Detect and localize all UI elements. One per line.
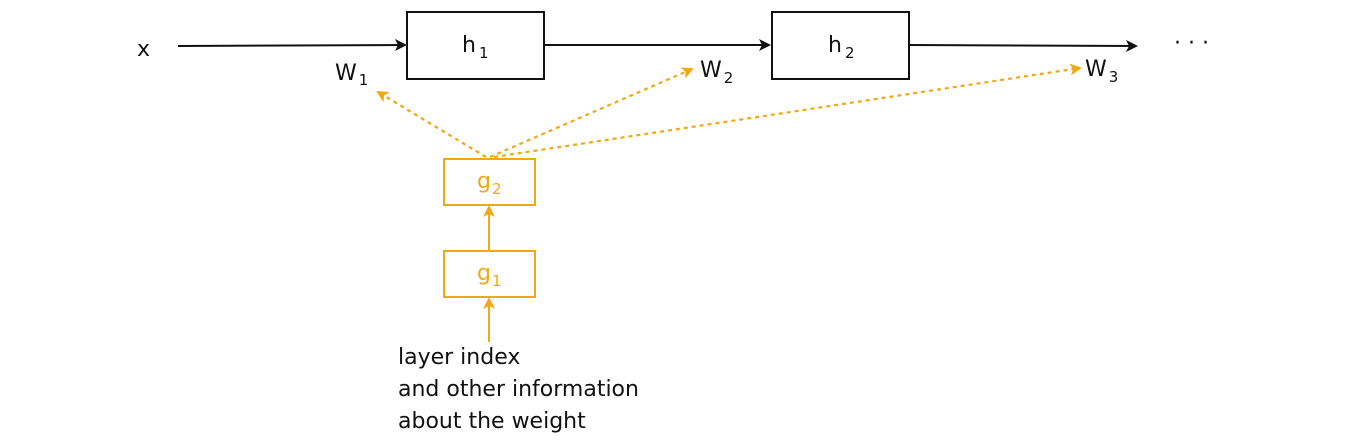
g2-label: g2: [477, 169, 502, 198]
input-label: x: [137, 37, 150, 62]
arrow-x-to-h1: [177, 39, 407, 52]
arrow-g2-to-w3: [493, 63, 1082, 159]
caption-line-2: and other information: [398, 377, 639, 402]
g1-box: [443, 250, 536, 298]
h1-box: [406, 11, 545, 80]
arrow-h2-onward: [908, 39, 1138, 52]
caption-line-1: layer index: [398, 345, 520, 370]
g2-box: [443, 158, 536, 206]
arrow-g2-to-w2: [489, 67, 694, 159]
arrow-g2-to-w1: [376, 90, 487, 158]
ellipsis: · · ·: [1174, 31, 1209, 56]
caption-line-3: about the weight: [398, 409, 586, 434]
h2-box: [771, 11, 910, 80]
g1-label: g1: [477, 261, 502, 290]
